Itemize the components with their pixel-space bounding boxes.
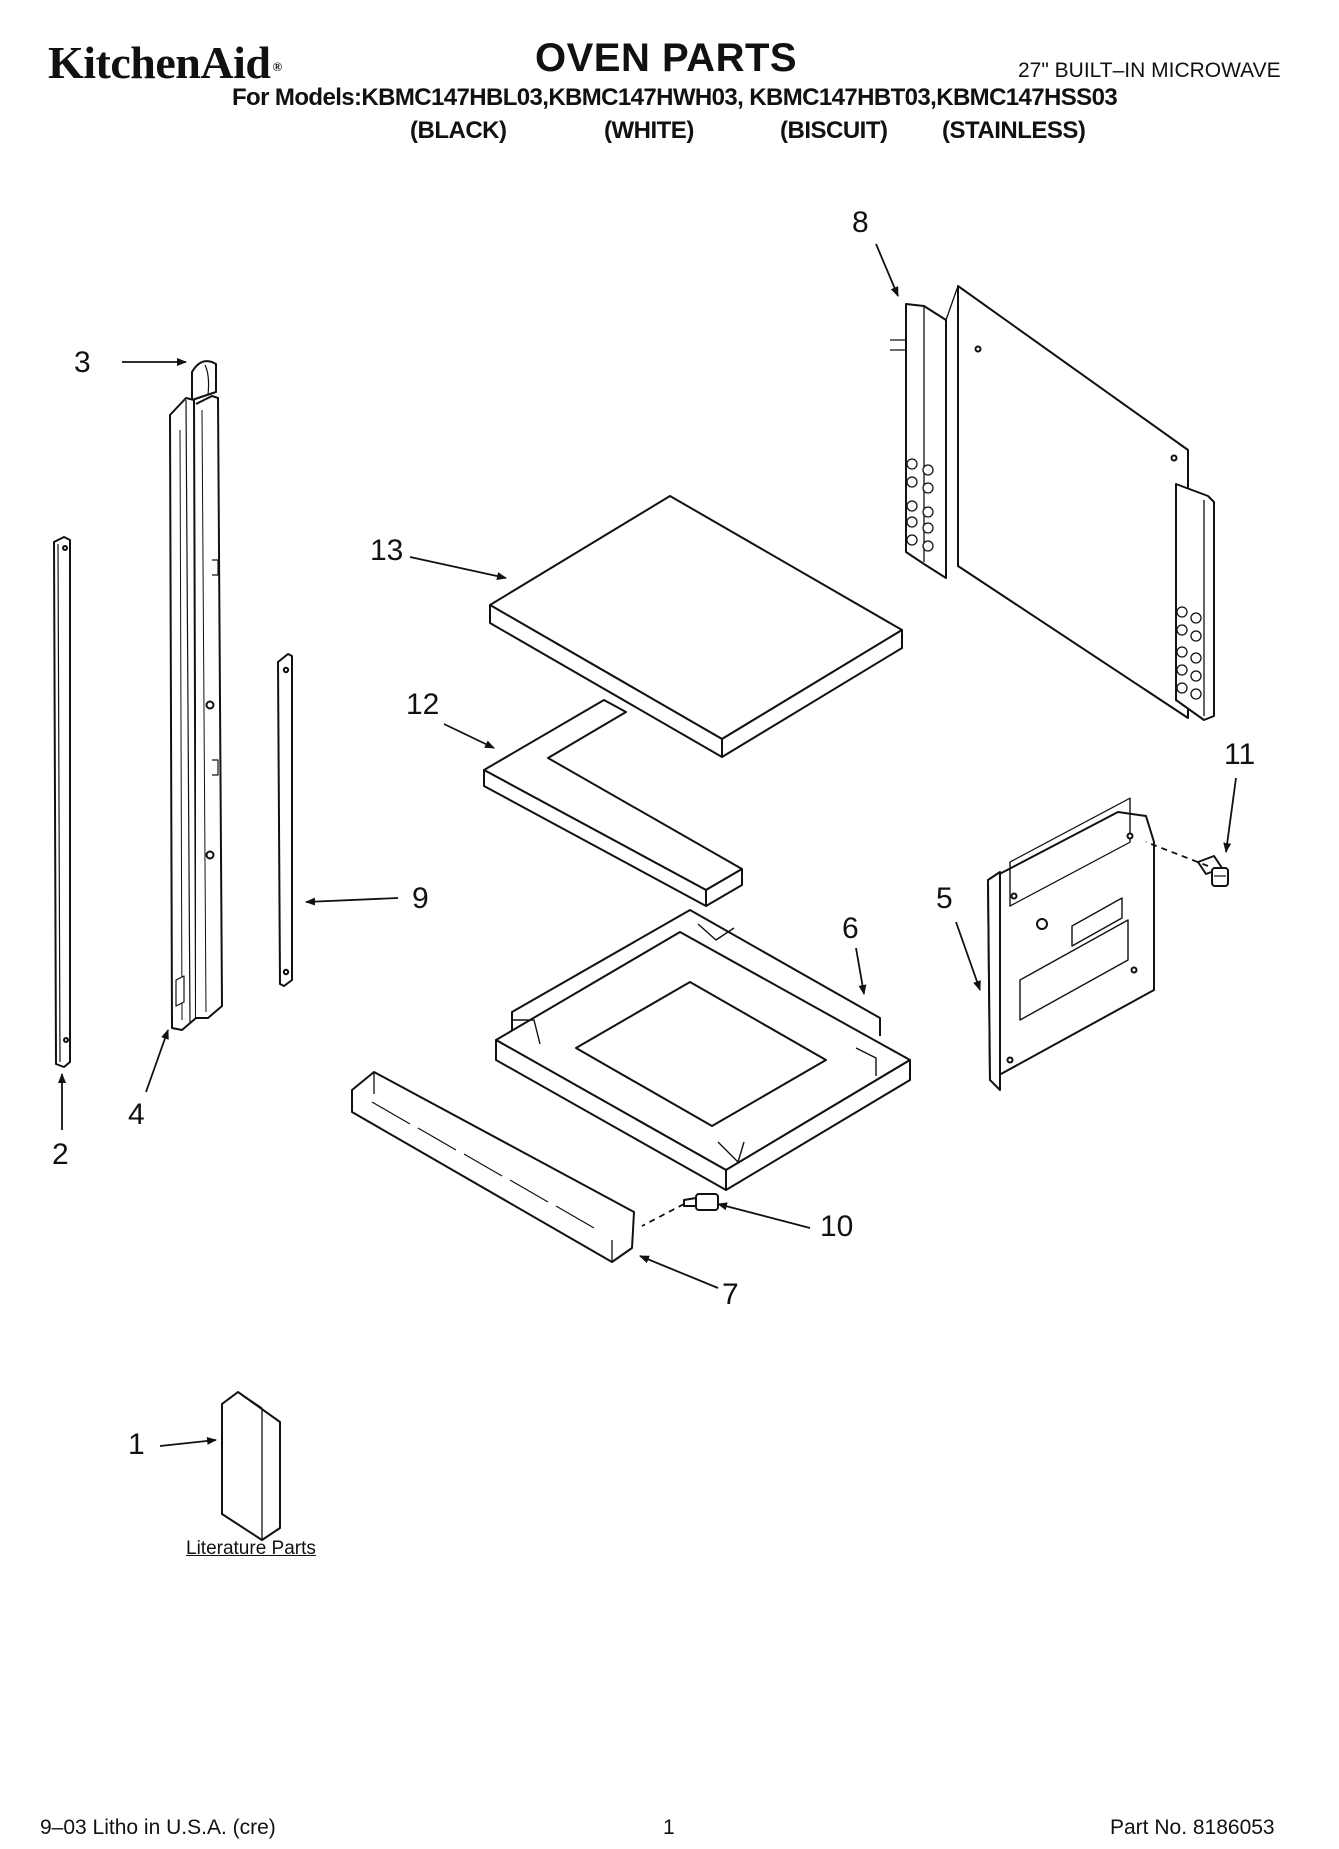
leader-4 [145,1029,169,1093]
part-13-top-panel [489,495,903,758]
leader-7 [639,1255,719,1289]
leader-11-dashed [1145,841,1209,867]
part-7-vent-grille [351,1071,635,1263]
literature-parts-label: Literature Parts [186,1538,316,1559]
part-8-rear-panel [890,285,1215,721]
leader-11 [1223,777,1237,853]
callout-12: 12 [406,688,440,721]
leader-8 [875,243,899,297]
callout-6: 6 [842,912,859,945]
callout-1: 1 [128,1428,145,1461]
leader-10 [717,1202,811,1229]
registered-mark: ® [272,59,282,75]
part-9-vertical-strip [277,653,293,987]
callout-9: 9 [412,882,429,915]
callout-5: 5 [936,882,953,915]
callout-7: 7 [722,1278,739,1311]
part-10-screw [683,1193,719,1211]
variant-black: (BLACK) [410,117,507,144]
part-3-end-cap [191,360,217,401]
callout-11: 11 [1224,738,1256,771]
callout-13: 13 [370,534,404,567]
models-line: For Models:KBMC147HBL03,KBMC147HWH03, KB… [232,84,1118,111]
callout-10: 10 [820,1210,854,1243]
leader-1 [159,1436,217,1447]
callout-2: 2 [52,1138,69,1171]
product-type: 27" BUILT–IN MICROWAVE [1018,59,1281,82]
part-11-screw [1197,855,1229,887]
variant-stainless: (STAINLESS) [942,117,1086,144]
leader-6 [855,947,867,995]
brand-logo: KitchenAid® [48,36,282,89]
leader-13 [409,556,507,580]
brand-name: KitchenAid [48,37,271,88]
page-title: OVEN PARTS [535,36,798,80]
footer-page-number: 1 [663,1816,675,1839]
callout-8: 8 [852,206,869,239]
variant-white: (WHITE) [604,117,694,144]
part-6-base-tray [495,909,911,1191]
part-1-literature [221,1391,281,1541]
part-12-l-spacer [483,699,743,907]
callout-leaders [58,243,1237,1447]
part-2-trim-strip [53,536,71,1068]
callout-3: 3 [74,346,91,379]
footer-litho: 9–03 Litho in U.S.A. (cre) [40,1816,276,1839]
leader-12 [443,723,495,749]
leader-9 [305,897,399,906]
leader-5 [955,921,981,991]
part-5-bracket-plate [987,797,1155,1091]
variant-biscuit: (BISCUIT) [780,117,888,144]
part-4-side-rail [169,395,223,1031]
footer-part-number: Part No. 8186053 [1110,1816,1275,1839]
leader-10-dashed [641,1203,685,1227]
callout-4: 4 [128,1098,145,1131]
